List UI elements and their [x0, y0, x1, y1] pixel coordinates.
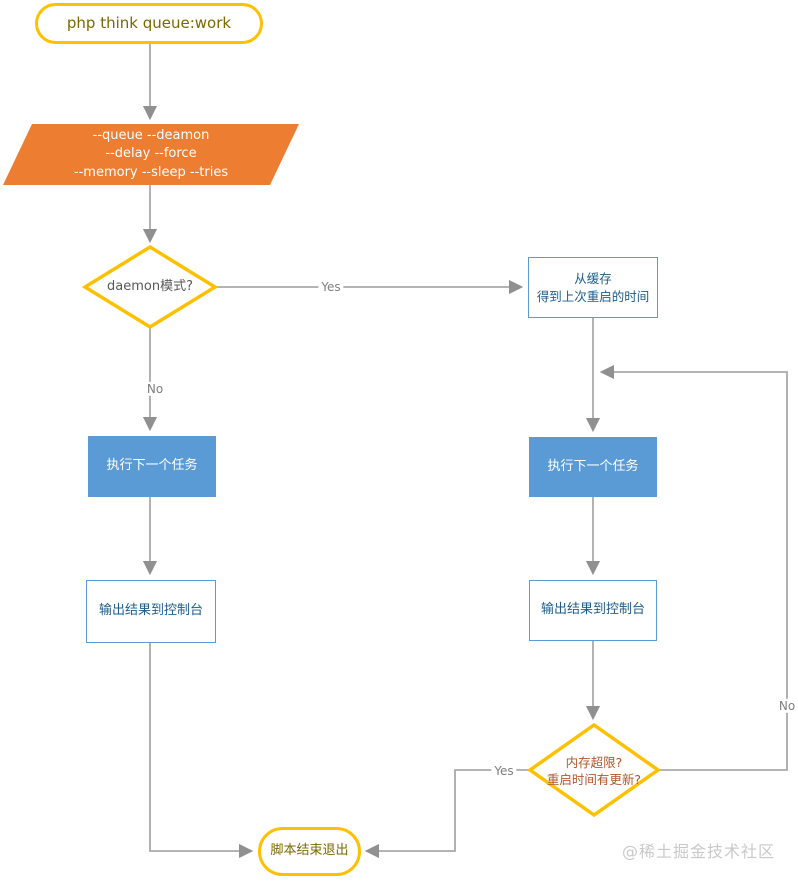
get-restart-time-box: 从缓存 得到上次重启的时间 — [528, 257, 658, 318]
start-terminal: php think queue:work — [35, 3, 263, 44]
daemon-no-label: No — [143, 381, 167, 397]
end-terminal: 脚本结束退出 — [258, 827, 361, 876]
edge-memory-yes — [364, 769, 530, 859]
memory-yes-label: Yes — [491, 763, 517, 779]
memory-no-label: No — [775, 698, 798, 714]
daemon-yes-label: Yes — [318, 279, 344, 295]
exec-next-task-right-box: 执行下一个任务 — [529, 437, 657, 497]
daemon-decision-diamond — [81, 244, 219, 330]
memory-decision-diamond — [526, 722, 662, 818]
watermark-text: @稀土掘金技术社区 — [622, 842, 776, 861]
edge-output-left-to-end — [149, 643, 254, 859]
output-console-left-box: 输出结果到控制台 — [86, 580, 216, 643]
params-io-parallelogram: --queue --deamon --delay --force --memor… — [3, 124, 299, 185]
daemon-decision-label: daemon模式? — [107, 278, 193, 294]
exec-next-task-left-box: 执行下一个任务 — [88, 436, 216, 497]
memory-decision-label: 内存超限? 重启时间有更新? — [546, 754, 642, 788]
edge-memory-no-loop — [599, 364, 788, 771]
output-console-right-box: 输出结果到控制台 — [529, 580, 657, 641]
